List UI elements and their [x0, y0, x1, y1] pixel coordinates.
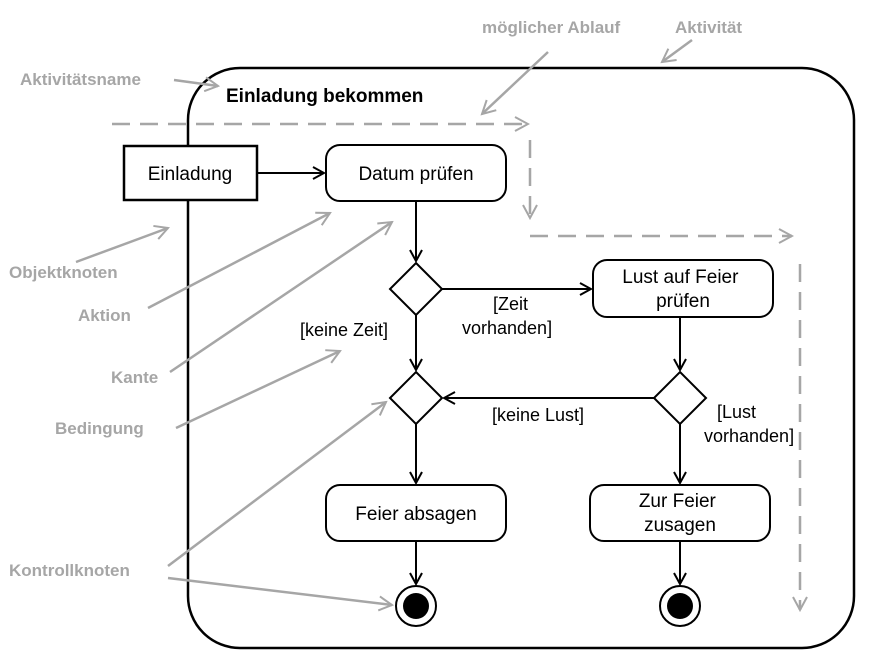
pointer-kontrollknoten-merge	[167, 402, 386, 567]
pointer-kante	[169, 222, 392, 374]
action-zusagen-label: Zur Feier zusagen	[639, 491, 721, 536]
guard-zeit-line-2: vorhanden]	[462, 318, 552, 338]
action-zusagen-line-1: Zur Feier	[639, 491, 717, 512]
pointer-bedingung	[175, 351, 340, 430]
pointer-moeglicher-ablauf	[482, 51, 549, 114]
decision-node-lust[interactable]	[652, 370, 708, 426]
guard-zeit-line-1: [Zeit	[493, 294, 528, 314]
guard-lust-vorhanden: [Lust vorhanden]	[704, 402, 794, 446]
object-node-label: Einladung	[148, 164, 233, 185]
action-zusagen-line-2: zusagen	[644, 515, 716, 536]
guard-keine-lust: [keine Lust]	[492, 405, 584, 425]
pointer-objektknoten	[75, 228, 168, 264]
pointer-aktivitaetsname	[173, 80, 218, 86]
action-lust-label: Lust auf Feier prüfen	[622, 267, 743, 312]
action-lust-line-2: prüfen	[656, 291, 710, 312]
action-lust-pruefen[interactable]	[592, 259, 774, 318]
action-datum-label: Datum prüfen	[358, 164, 473, 185]
object-node-einladung[interactable]	[122, 144, 259, 202]
annotation-aktivitaet: Aktivität	[675, 18, 742, 37]
guard-zeit-vorhanden: [Zeit vorhanden]	[462, 294, 552, 338]
decision-node-zeit[interactable]	[388, 261, 444, 317]
pointer-aktion	[147, 213, 330, 310]
merge-node[interactable]	[388, 370, 444, 426]
action-absagen-label: Feier absagen	[355, 504, 476, 525]
annotation-bedingung: Bedingung	[55, 419, 144, 438]
annotation-aktivitaetsname: Aktivitätsname	[20, 70, 141, 89]
final-node-right[interactable]	[659, 585, 701, 627]
guard-lust-line-1: [Lust	[717, 402, 756, 422]
pointer-aktivitaet	[662, 38, 693, 62]
final-node-left[interactable]	[395, 585, 437, 627]
annotation-aktion: Aktion	[78, 306, 131, 325]
annotation-moeglicher-ablauf: möglicher Ablauf	[482, 18, 621, 37]
annotation-kontrollknoten: Kontrollknoten	[9, 561, 130, 580]
pointer-kontrollknoten-final	[167, 576, 392, 605]
activity-name: Einladung bekommen	[226, 86, 423, 107]
annotation-objektknoten: Objektknoten	[9, 263, 118, 282]
activity-frame	[186, 66, 856, 650]
action-lust-line-1: Lust auf Feier	[622, 267, 739, 288]
annotation-kante: Kante	[111, 368, 158, 387]
guard-lust-line-2: vorhanden]	[704, 426, 794, 446]
guard-keine-zeit: [keine Zeit]	[300, 320, 388, 340]
